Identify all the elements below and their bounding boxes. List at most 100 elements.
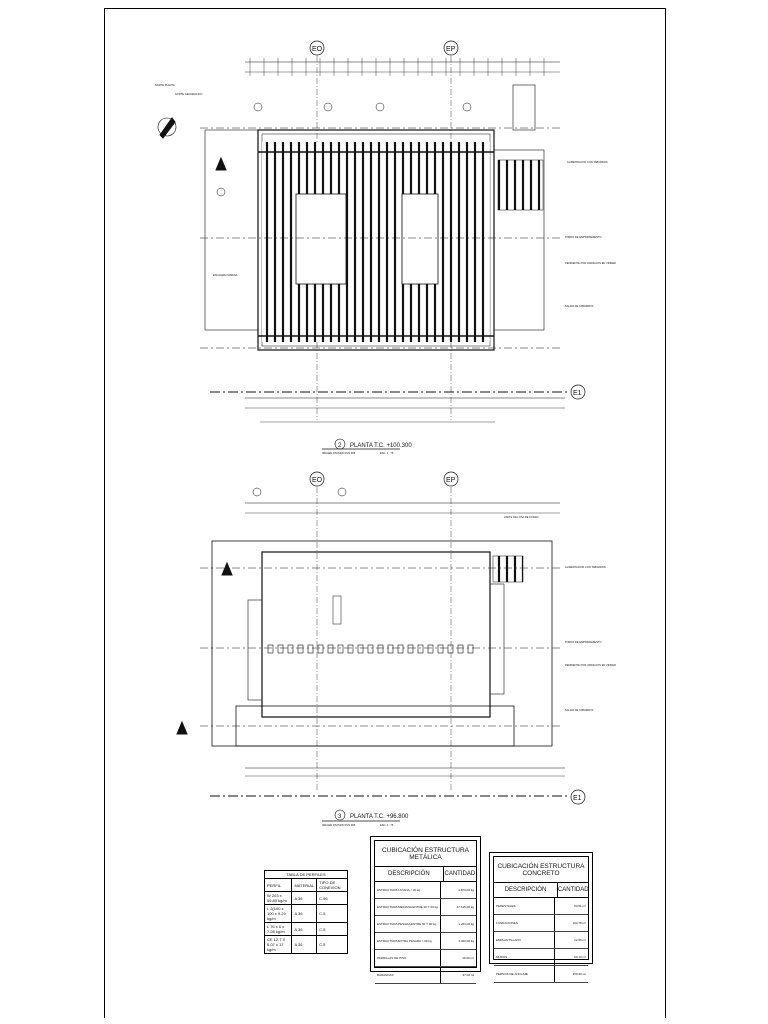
cell: 164.78 m³ [572, 921, 586, 925]
plan1-grid-eo: EO [312, 46, 323, 53]
cell: ESTRUCTURA LIVIANA < 30 kg [375, 882, 442, 898]
table-row: L 2(100 x 100 x 9.29 kg/m A 36 C.5 [263, 904, 348, 923]
perfiles-header: MATERIAL [291, 878, 318, 892]
table-row: MUROS 69.10 m³ [494, 949, 588, 966]
plan-1 [157, 40, 586, 450]
pedestal-mark [287, 644, 294, 654]
plan1-note-salida: SALIDA DE TABURROS [565, 304, 594, 308]
perfiles-header: TIPO DE CONEXION [316, 878, 348, 892]
metalica-col-cant: CANTIDAD [444, 871, 476, 877]
cell: ESTRUCTURA MEDIANA ENTRE 30 Y 60 kg [375, 899, 442, 915]
plan1-note-norte-geo: NORTE GEOGRAFICO [175, 92, 202, 96]
cell: L 76 x 6 x 7.28 kg/m [263, 922, 293, 936]
pedestal-mark [317, 644, 324, 654]
table-row: ESTRUCTURA EXTRA PESADA > 90 kg 4.400.00 … [375, 933, 476, 950]
pedestal-mark [397, 644, 404, 654]
metalica-col-desc: DESCRIPCIÓN [375, 867, 444, 881]
table-row: EMPLANTILLADO 12.66 m³ [494, 932, 588, 949]
table-row: CE 12.7 X 6.07 x 17 kg/m A 36 C.5 [263, 935, 348, 954]
pedestal-mark [387, 644, 394, 654]
plan1-scale: ESC. 1 : 75 [380, 451, 394, 455]
cell: A 36 [291, 922, 318, 936]
metalica-title: CUBICACIÓN ESTRUCTURA METÁLICA [375, 841, 476, 867]
metalica-table: CUBICACIÓN ESTRUCTURA METÁLICA DESCRIPCI… [370, 836, 481, 984]
cell: ESTRUCTURA PESADA ENTRE 60 Y 90 kg [375, 916, 442, 932]
cell: BARANDAS [375, 967, 442, 983]
plan1-title: PLANTA T.C. +100.300 [350, 443, 412, 449]
plan2-note-losa: LIMITE DE LOSA DE FONDO [504, 515, 539, 519]
cell: CE 12.7 X 6.07 x 17 kg/m [263, 935, 293, 954]
pedestal-mark [467, 644, 474, 654]
cell: C.56 [316, 891, 348, 905]
plan1-grid-e1: E1 [573, 390, 582, 397]
concreto-col-cant: CANTIDAD [557, 887, 589, 893]
plan1-note-escalera: ESCALERA MARINA [213, 273, 238, 277]
concreto-col-desc: DESCRIPCIÓN [494, 883, 558, 897]
plan2-grid-e1: E1 [573, 795, 582, 802]
concreto-table: CUBICACIÓN ESTRUCTURA CONCRETO DESCRIPCI… [489, 852, 593, 983]
cell: 1.870.00 kg [458, 888, 474, 892]
pedestal-mark [417, 644, 424, 654]
plan2-scale: ESC. 1 : 75 [380, 823, 394, 827]
plan1-subtitle: IMAGEN DIVISION PLN 905 [322, 451, 356, 455]
plan1-note-tornillo: TORNO DE EMPRIMAMIENTO [565, 235, 602, 239]
plan1-grid-ep: EP [446, 46, 456, 53]
plan1-note-norte-planta: NORTE PLANTA [155, 83, 175, 87]
pedestal-mark [427, 644, 434, 654]
plan2-grid-eo: EO [312, 477, 323, 484]
concreto-title: CUBICACIÓN ESTRUCTURA CONCRETO [494, 857, 588, 883]
cell: 159.00 un [572, 972, 586, 976]
plan2-title: PLANTA T.C. +96.800 [350, 814, 409, 820]
pedestal-mark [347, 644, 354, 654]
cell: C.5 [316, 935, 348, 954]
cell: EMPLANTILLADO [494, 932, 556, 948]
pedestal-mark [327, 644, 334, 654]
cell: 60.51 m³ [574, 904, 586, 908]
cell: C.5 [316, 922, 348, 936]
perfiles-table: TABLA DE PERFILES PERFIL MATERIAL TIPO D… [263, 870, 348, 954]
cell: PERNOS DE ANCLAJE [494, 966, 556, 982]
plan2-number: 3 [338, 814, 342, 820]
pedestal-mark [277, 644, 284, 654]
pedestal-mark [267, 644, 274, 654]
cell: 46.00 m² [462, 956, 474, 960]
cell: A 36 [291, 935, 318, 954]
cell: A 36 [291, 904, 318, 923]
cell: 12.66 m³ [574, 938, 586, 942]
table-row: W 203 x 59.80 kg/m A 36 C.56 [263, 891, 348, 905]
pedestal-mark [337, 644, 344, 654]
plan1-note-pendiente: PENDIENTE POR VARIACION EN VINDER [565, 261, 616, 265]
plan2-note-tornillo: TORNO DE EMPRIMAMIENTO [565, 640, 602, 644]
cell: 4.400.00 kg [458, 939, 474, 943]
perfiles-title: TABLA DE PERFILES [264, 870, 348, 879]
pedestal-mark [307, 644, 314, 654]
cell: MUROS [494, 949, 556, 965]
pedestal-mark [367, 644, 374, 654]
plan2-note-alim: ALIMENTACION CON TABURROS [565, 565, 606, 569]
pedestal-mark [437, 644, 444, 654]
cell: ESTRUCTURA EXTRA PESADA > 90 kg [375, 933, 442, 949]
table-row: PERNOS DE ANCLAJE 159.00 un [494, 966, 588, 983]
cell: 69.10 m³ [574, 955, 586, 959]
plan2-subtitle: IMAGEN DIVISION PLN 905 [322, 823, 356, 827]
pedestal-mark [457, 644, 464, 654]
cell: A 36 [291, 891, 318, 905]
plan1-number: 2 [338, 443, 342, 449]
table-row: ESTRUCTURA MEDIANA ENTRE 30 Y 60 kg 17.61… [375, 899, 476, 916]
table-row: ESTRUCTURA LIVIANA < 30 kg 1.870.00 kg [375, 882, 476, 899]
pedestal-mark [407, 644, 414, 654]
pedestal-mark [447, 644, 454, 654]
cell: 17.615.00 kg [456, 905, 474, 909]
plan2-note-salida: SALIDA DE TABURROS [565, 708, 594, 712]
drawing-sheet [104, 8, 666, 1018]
plan2-note-pendiente: PENDIENTE POR VARIACION EN VINDER [565, 663, 616, 667]
pedestal-mark [297, 644, 304, 654]
perfiles-header: PERFIL [263, 878, 293, 892]
plan2-grid-ep: EP [446, 477, 456, 484]
plan1-note-alim: ALIMENTACION CON TABURROS [567, 160, 608, 164]
